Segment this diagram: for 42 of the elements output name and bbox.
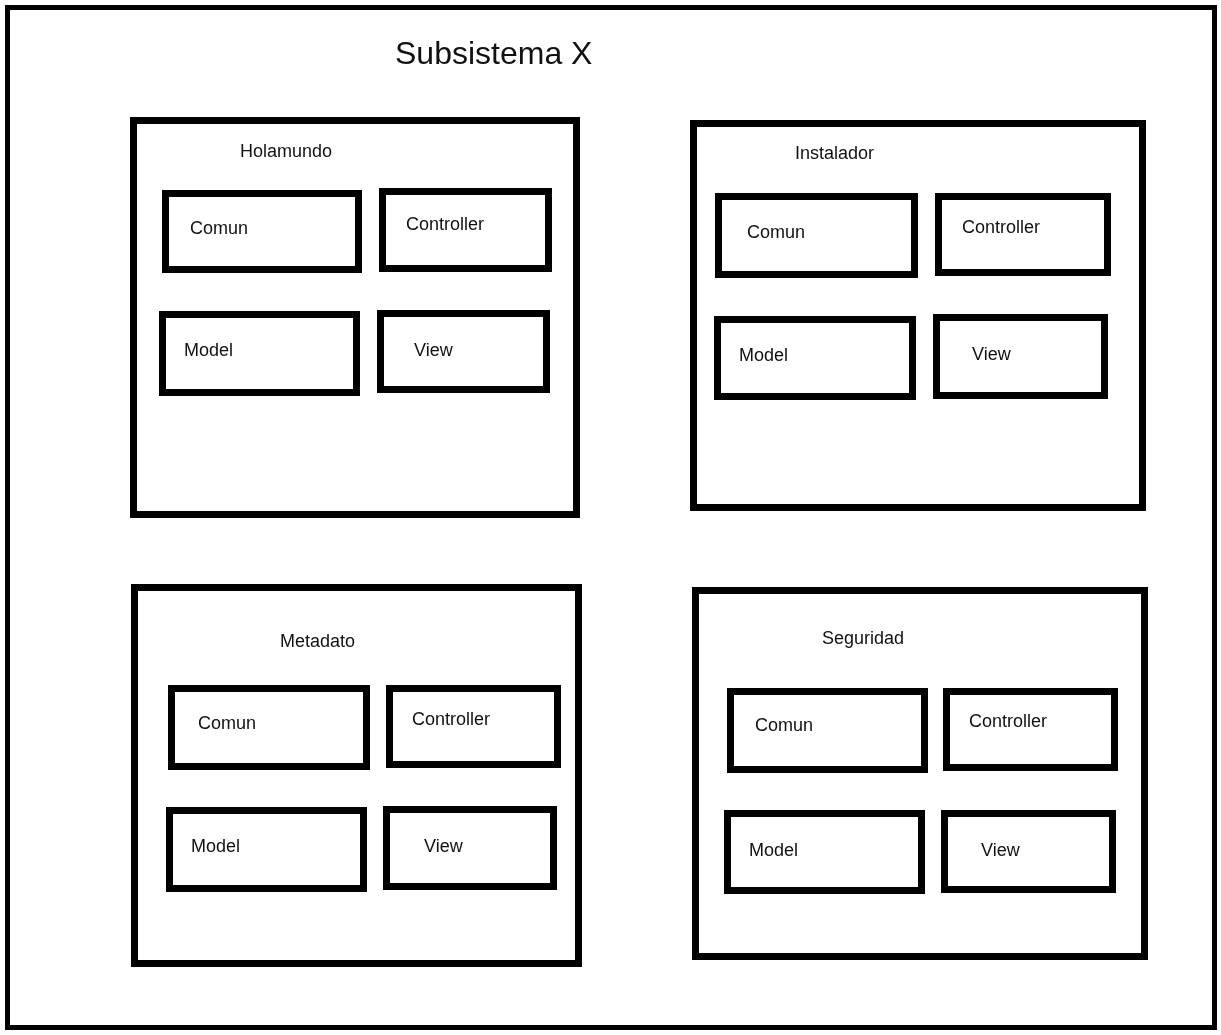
package-name: View bbox=[972, 344, 1011, 365]
package-box bbox=[715, 193, 918, 278]
package-box bbox=[162, 190, 362, 273]
package-box bbox=[714, 316, 916, 400]
module-box bbox=[690, 120, 1146, 511]
package-box bbox=[943, 688, 1118, 771]
module-name: Seguridad bbox=[822, 628, 905, 649]
module-name: Holamundo bbox=[240, 141, 333, 162]
package-name: Controller bbox=[969, 711, 1048, 732]
package-name: Controller bbox=[412, 709, 491, 730]
package-name: Model bbox=[739, 345, 789, 366]
package-box bbox=[168, 685, 370, 770]
package-box bbox=[386, 685, 561, 768]
module-box bbox=[131, 584, 582, 967]
package-box bbox=[159, 311, 360, 396]
package-name: Comun bbox=[755, 715, 814, 736]
package-name: Model bbox=[749, 840, 799, 861]
package-name: Comun bbox=[198, 713, 257, 734]
package-box bbox=[727, 688, 928, 773]
package-box bbox=[379, 188, 552, 272]
system-boundary bbox=[5, 5, 1217, 1030]
package-name: Controller bbox=[406, 214, 485, 235]
package-name: Comun bbox=[747, 222, 806, 243]
module-name: Metadato bbox=[280, 631, 356, 652]
package-name: View bbox=[414, 340, 453, 361]
package-name: Comun bbox=[190, 218, 249, 239]
module-name: Instalador bbox=[795, 143, 875, 164]
package-name: Controller bbox=[962, 217, 1041, 238]
package-box bbox=[935, 193, 1111, 276]
package-name: Model bbox=[191, 836, 241, 857]
package-box bbox=[377, 310, 550, 393]
package-box bbox=[933, 314, 1108, 399]
package-box bbox=[941, 810, 1116, 893]
package-name: View bbox=[424, 836, 463, 857]
package-box bbox=[383, 806, 557, 890]
package-name: Model bbox=[184, 340, 234, 361]
module-box bbox=[130, 117, 580, 518]
module-box bbox=[692, 587, 1148, 960]
package-box bbox=[724, 810, 925, 894]
system-name: Subsistema X bbox=[395, 35, 593, 72]
package-box bbox=[166, 807, 367, 892]
package-name: View bbox=[981, 840, 1020, 861]
